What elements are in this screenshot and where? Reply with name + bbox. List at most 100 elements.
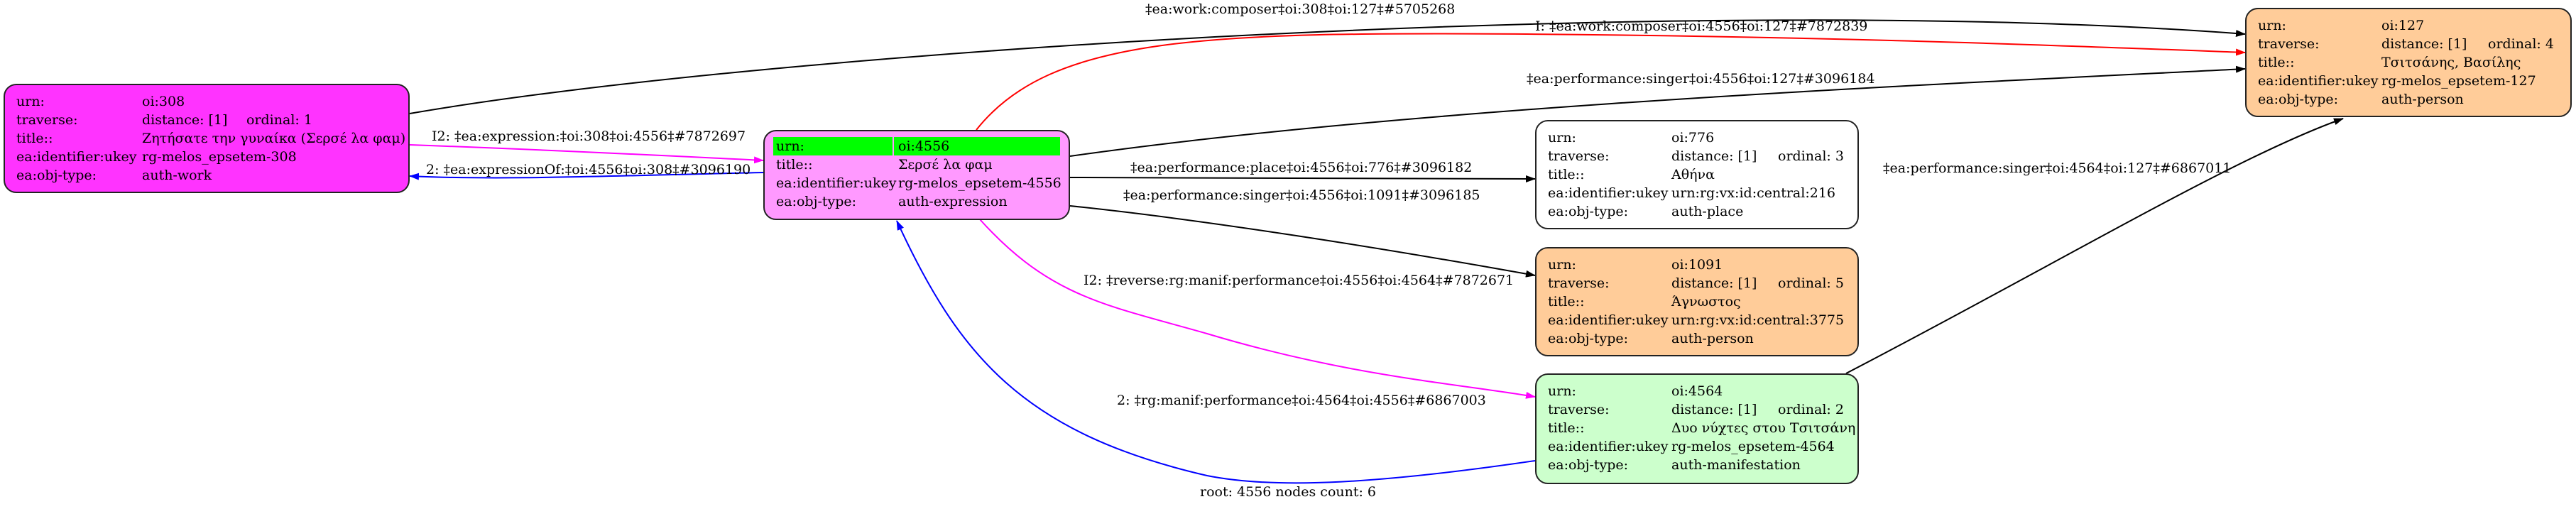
key-ukey: ea:identifier:ukey: [1548, 439, 1669, 454]
value-objtype: auth-work: [142, 168, 212, 183]
key-objtype: ea:obj-type:: [1548, 204, 1629, 219]
row-title: title::Αθήνα: [1537, 165, 1857, 184]
edge-e3: [1069, 65, 2246, 157]
edge-label-e8: I2: ‡reverse:rg:manif:performance‡oi:455…: [1084, 273, 1515, 288]
row-title: title::Άγνωστος: [1537, 292, 1857, 311]
row-objtype: ea:obj-type: auth-manifestation: [1537, 456, 1857, 474]
key-objtype: ea:obj-type:: [2258, 92, 2339, 107]
row-traverse: traverse:distance: [1]ordinal: 1: [5, 111, 408, 129]
value-ordinal: ordinal: 3: [1778, 148, 1844, 164]
row-traverse: traverse: distance: [1] ordinal: 3: [1537, 147, 1857, 165]
key-traverse: traverse:: [1548, 402, 1610, 417]
value-distance: distance: [1]: [1671, 275, 1757, 291]
edge-e10: [1845, 118, 2344, 374]
key-title: title::: [1548, 294, 1585, 310]
key-urn: urn:: [16, 94, 45, 109]
value-title: Αθήνα: [1671, 167, 1715, 182]
value-title: Δυο νύχτες στου Τσιτσάνη: [1671, 420, 1856, 436]
value-urn: oi:127: [2381, 18, 2425, 33]
value-distance: distance: [1]: [2381, 36, 2467, 52]
edge-label-e9: 2: ‡rg:manif:performance‡oi:4564‡oi:4556…: [1117, 393, 1486, 408]
key-ukey: ea:identifier:ukey: [1548, 185, 1669, 201]
key-objtype: ea:obj-type:: [776, 194, 857, 209]
edge-e5: [409, 172, 764, 180]
value-urn: oi:4564: [1671, 383, 1723, 399]
value-ukey: rg-melos_epsetem-4556: [898, 175, 1061, 191]
root-highlight-value: [894, 137, 1060, 155]
row-urn: urn: oi:4556: [765, 137, 1069, 155]
value-ukey: rg-melos_epsetem-4564: [1671, 439, 1835, 454]
node-oi-1091[interactable]: urn:oi:1091 traverse:distance: [1]ordina…: [1535, 247, 1859, 356]
value-ukey: rg-melos_epsetem-127: [2381, 73, 2536, 89]
node-oi-308[interactable]: urn:oi:308 traverse:distance: [1]ordinal…: [4, 84, 410, 193]
row-urn: urn: oi:308: [5, 92, 408, 111]
value-urn: oi:308: [142, 94, 185, 109]
row-traverse: traverse:distance: [1]ordinal: 5: [1537, 274, 1857, 292]
node-oi-776[interactable]: urn:oi:776 traverse: distance: [1] ordinal…: [1535, 120, 1859, 229]
key-urn: urn:: [2258, 18, 2286, 33]
node-oi-4564[interactable]: urn: oi:4564 traverse:distance: [1]ordina…: [1535, 373, 1859, 484]
edge-label-e2: I: ‡ea:work:composer‡oi:4556‡oi:127‡#787…: [1535, 18, 1868, 34]
value-ukey: rg-melos_epsetem-308: [142, 149, 297, 165]
node-oi-4556-root[interactable]: urn: oi:4556 title::Σερσέ λα φαμ ea:iden…: [763, 130, 1070, 220]
value-objtype: auth-manifestation: [1671, 457, 1801, 473]
key-objtype: ea:obj-type:: [1548, 331, 1629, 346]
value-ukey: urn:rg:vx:id:central:3775: [1671, 312, 1845, 328]
edge-label-e5: 2: ‡ea:expressionOf:‡oi:4556‡oi:308‡#309…: [426, 162, 751, 177]
row-title: title::Τσιτσάνης, Βασίλης: [2247, 53, 2570, 72]
edge-e4: [409, 144, 764, 164]
value-title: Τσιτσάνης, Βασίλης: [2381, 55, 2521, 70]
value-distance: distance: [1]: [142, 112, 228, 128]
value-objtype: auth-person: [2381, 92, 2464, 107]
value-ordinal: ordinal: 4: [2488, 36, 2554, 52]
value-title: Άγνωστος: [1671, 294, 1741, 310]
edge-e8: [979, 219, 1536, 399]
edge-e7: [1069, 205, 1536, 278]
edge-label-e3: ‡ea:performance:singer‡oi:4556‡oi:127‡#3…: [1527, 71, 1875, 87]
value-ordinal: ordinal: 1: [246, 112, 312, 128]
key-ukey: ea:identifier:ukey: [16, 149, 137, 165]
row-urn: urn: oi:4564: [1537, 382, 1857, 400]
value-objtype: auth-person: [1671, 331, 1754, 346]
edge-e9: [896, 220, 1536, 484]
root-highlight-key: [773, 137, 893, 155]
value-objtype: auth-expression: [898, 194, 1008, 209]
edge-e1: [409, 19, 2246, 114]
row-traverse: traverse:distance: [1]ordinal: 4: [2247, 35, 2570, 53]
row-objtype: ea:obj-type: auth-expression: [765, 192, 1069, 211]
value-objtype: auth-place: [1671, 204, 1744, 219]
value-distance: distance: [1]: [1671, 148, 1757, 164]
row-ukey: ea:identifier:ukey rg-melos_epsetem-308: [5, 148, 408, 166]
value-urn: oi:4556: [898, 138, 950, 154]
row-title: title::Σερσέ λα φαμ: [765, 155, 1069, 174]
key-urn: urn:: [1548, 257, 1576, 273]
key-urn: urn:: [776, 138, 804, 154]
edge-label-e4: I2: ‡ea:expression:‡oi:308‡oi:4556‡#7872…: [432, 128, 746, 144]
key-urn: urn:: [1548, 383, 1576, 399]
key-traverse: traverse:: [1548, 148, 1610, 164]
edge-e6: [1069, 175, 1536, 182]
key-objtype: ea:obj-type:: [1548, 457, 1629, 473]
key-ukey: ea:identifier:ukey: [1548, 312, 1669, 328]
row-title: title::Δυο νύχτες στου Τσιτσάνη: [1537, 419, 1857, 437]
edge-label-e7: ‡ea:performance:singer‡oi:4556‡oi:1091‡#…: [1123, 187, 1480, 203]
value-ukey: urn:rg:vx:id:central:216: [1671, 185, 1836, 201]
key-title: title::: [1548, 167, 1585, 182]
node-oi-127[interactable]: urn:oi:127 traverse:distance: [1]ordinal…: [2245, 8, 2572, 117]
key-title: title::: [776, 157, 813, 173]
key-title: title::: [1548, 420, 1585, 436]
row-urn: urn:oi:1091: [1537, 256, 1857, 274]
key-title: title::: [16, 131, 53, 146]
row-objtype: ea:obj-type: auth-person: [1537, 329, 1857, 348]
key-title: title::: [2258, 55, 2295, 70]
key-ukey: ea:identifier:ukey: [776, 175, 897, 191]
edge-label-e10: ‡ea:performance:singer‡oi:4564‡oi:127‡#6…: [1883, 160, 2232, 176]
key-urn: urn:: [1548, 130, 1576, 146]
row-urn: urn: oi:127: [2247, 16, 2570, 35]
key-objtype: ea:obj-type:: [16, 168, 97, 183]
row-traverse: traverse:distance: [1]ordinal: 2: [1537, 400, 1857, 419]
row-urn: urn:oi:776: [1537, 128, 1857, 147]
